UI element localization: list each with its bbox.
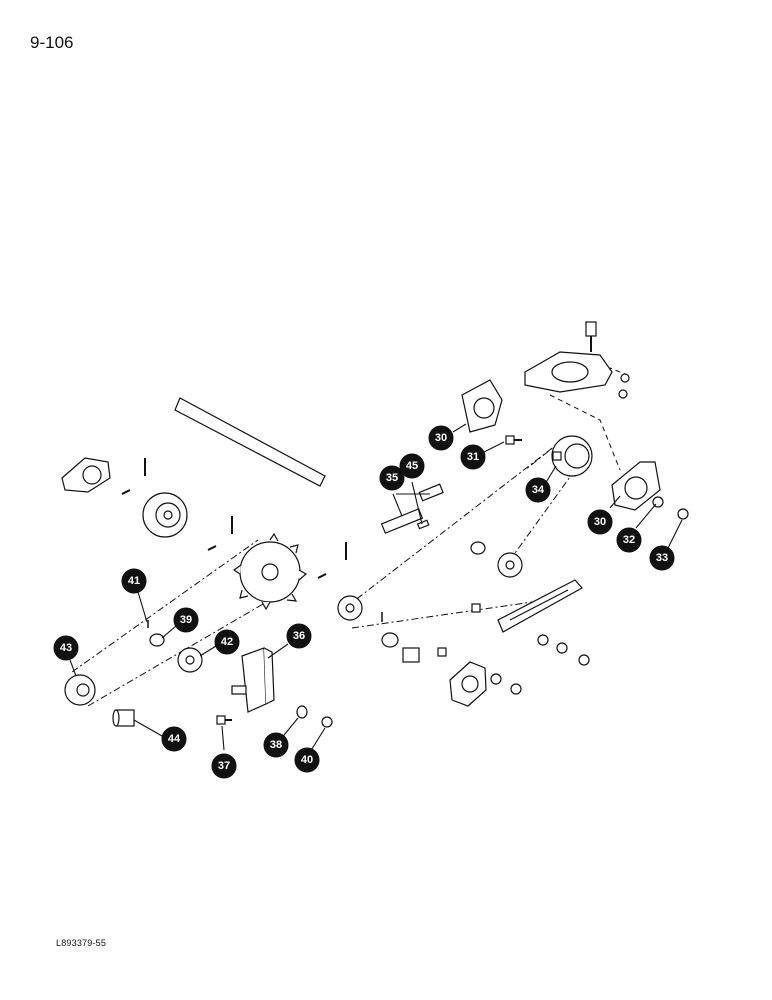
- pulley: [142, 492, 233, 538]
- callout-label: 35: [386, 472, 398, 484]
- callout-38: 38: [263, 732, 289, 758]
- callout-label: 34: [532, 484, 545, 496]
- spacer-marks: [121, 489, 383, 628]
- sprocket-43: [64, 674, 96, 706]
- callout-label: 42: [221, 636, 233, 648]
- bolt: [505, 435, 522, 445]
- callout-32: 32: [616, 527, 642, 553]
- callout-label: 41: [128, 575, 140, 587]
- bushing: [112, 709, 135, 727]
- connector-links: [380, 483, 444, 534]
- callout-36: 36: [286, 623, 312, 649]
- idler-sprocket-right: [497, 552, 523, 578]
- idler-sprocket-center: [337, 595, 363, 621]
- page-number: 9-106: [30, 33, 74, 52]
- flange-bearing-lower: [611, 461, 661, 511]
- callout-label: 37: [218, 760, 230, 772]
- drawing-id: L893379-55: [56, 938, 107, 948]
- idler-sprocket-42: [177, 647, 203, 673]
- flange-bearing-upper: [461, 379, 503, 433]
- callout-label: 44: [168, 733, 181, 745]
- callout-label: 30: [435, 432, 447, 444]
- callout-35: 35: [379, 465, 405, 491]
- callout-40: 40: [294, 747, 320, 773]
- callout-42: 42: [214, 629, 240, 655]
- washers: [149, 541, 590, 695]
- drive-chain-lines: [71, 441, 576, 707]
- callout-31: 31: [460, 444, 486, 470]
- callout-label: 32: [623, 534, 635, 546]
- callout-label: 40: [301, 754, 313, 766]
- bracket: [231, 647, 275, 713]
- flat-bar: [174, 397, 326, 487]
- leader-lines: [69, 423, 683, 753]
- callout-label: 45: [406, 460, 418, 472]
- callout-label: 43: [60, 642, 72, 654]
- lower-bearing-housing: [449, 661, 487, 707]
- callout-43: 43: [53, 635, 79, 661]
- slotted-plate: [497, 579, 583, 633]
- hardware-small: [216, 496, 689, 728]
- callout-label: 39: [180, 614, 192, 626]
- callout-39: 39: [173, 607, 199, 633]
- callout-37: 37: [211, 753, 237, 779]
- bearing-housing-upper: [524, 321, 630, 399]
- callout-label: 38: [270, 739, 282, 751]
- callout-30-upper: 30: [428, 425, 454, 451]
- callout-label: 36: [293, 630, 305, 642]
- callout-label: 33: [656, 552, 668, 564]
- callout-41: 41: [121, 568, 147, 594]
- callout-label: 30: [594, 516, 606, 528]
- large-sprocket: [232, 532, 308, 611]
- callout-34: 34: [525, 477, 551, 503]
- sprocket-hub: [551, 435, 593, 477]
- left-bearing-housing: [61, 457, 146, 493]
- callout-label: 31: [467, 451, 479, 463]
- callout-44: 44: [161, 726, 187, 752]
- callout-30-lower: 30: [587, 509, 613, 535]
- callout-45: 45: [399, 453, 425, 479]
- callout-33: 33: [649, 545, 675, 571]
